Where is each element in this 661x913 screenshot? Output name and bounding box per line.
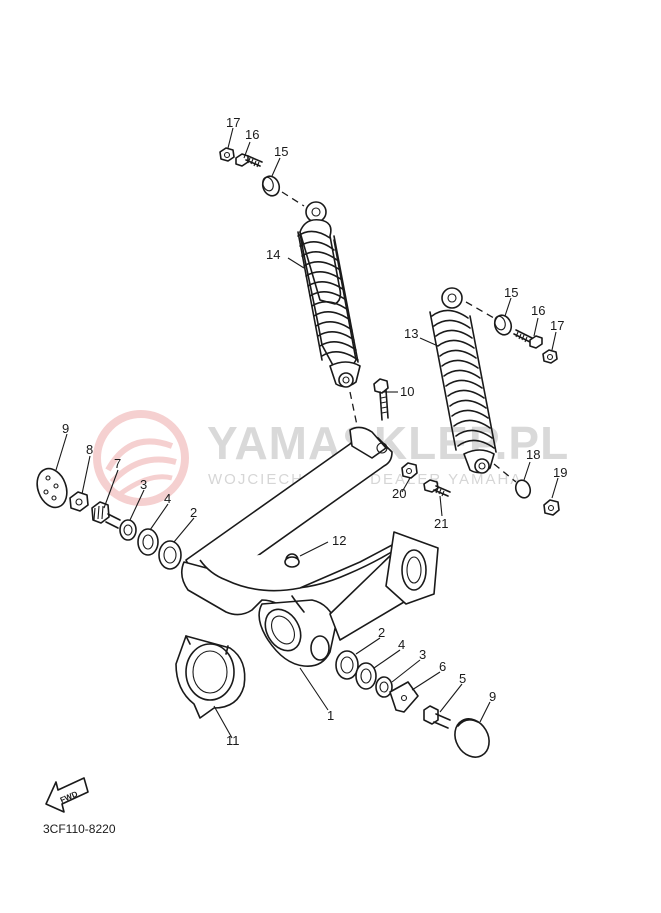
callout-labels: 17 16 15 14 13 15 16 17 10 9 8 7 3 4 2 1…: [62, 115, 567, 748]
callout-16-left: 16: [245, 127, 259, 142]
callout-9-right: 9: [489, 689, 496, 704]
callout-11: 11: [226, 733, 240, 748]
collar-3-right: [375, 676, 393, 698]
callout-14: 14: [266, 247, 280, 262]
collar-18: [514, 479, 532, 499]
callout-19: 19: [553, 465, 567, 480]
bolt-16-left: [235, 153, 263, 168]
cap-9-right: [454, 718, 490, 758]
chain-case-11: [175, 635, 246, 719]
rear-shock-absorber-right: [429, 287, 497, 474]
callout-15-right: 15: [504, 285, 518, 300]
oil-seal-4-right: [355, 662, 377, 690]
pivot-shaft-7: [91, 501, 121, 529]
callout-12: 12: [332, 533, 346, 548]
swingarm: [180, 426, 439, 668]
callout-13: 13: [404, 326, 418, 341]
collar-15-left: [261, 175, 281, 197]
rear-shock-absorber-left: [297, 201, 361, 431]
callout-21: 21: [434, 516, 448, 531]
watermark-logo-icon: [93, 410, 189, 506]
callout-9-left: 9: [62, 421, 69, 436]
callout-6: 6: [439, 659, 446, 674]
collar-15-right: [493, 314, 513, 336]
bolt-21: [423, 479, 451, 497]
callout-16-right: 16: [531, 303, 545, 318]
bearing-2-left: [158, 540, 182, 570]
bearing-2-right: [335, 650, 359, 680]
callout-2-right: 2: [378, 625, 385, 640]
bolt-10: [373, 378, 389, 421]
callout-18: 18: [526, 447, 540, 462]
callout-8: 8: [86, 442, 93, 457]
callout-4-left: 4: [164, 491, 171, 506]
nut-17-right: [542, 349, 558, 364]
nut-8: [69, 491, 89, 512]
pivot-bolt-5: [423, 705, 451, 729]
grease-cap-12: [284, 556, 300, 568]
callout-15-left: 15: [274, 144, 288, 159]
callout-3-left: 3: [140, 477, 147, 492]
callout-5: 5: [459, 671, 466, 686]
left-pivot-hardware: [36, 467, 182, 570]
callout-3-right: 3: [419, 647, 426, 662]
front-direction-arrow-icon: FWD: [45, 777, 89, 813]
callout-2-left: 2: [190, 505, 197, 520]
callout-1: 1: [327, 708, 334, 723]
nut-20: [401, 462, 418, 479]
callout-17-right: 17: [550, 318, 564, 333]
leader-lines: [55, 127, 559, 739]
callout-7: 7: [114, 456, 121, 471]
nut-17-left: [219, 147, 235, 162]
bolt-16-right: [513, 329, 543, 349]
right-shock-mount-hardware: [465, 301, 558, 364]
collar-3-left: [119, 519, 137, 541]
diagram-code: 3CF110-8220: [43, 822, 116, 836]
plate-6: [389, 681, 419, 713]
oil-seal-4-left: [137, 528, 159, 556]
left-shock-mount-hardware: [219, 147, 305, 207]
callout-17-left: 17: [226, 115, 240, 130]
lower-mount-hardware: [401, 462, 560, 516]
cap-9-left: [36, 467, 68, 509]
right-pivot-hardware: [335, 650, 490, 758]
callout-20: 20: [392, 486, 406, 501]
nut-19: [543, 499, 560, 516]
callout-10: 10: [400, 384, 414, 399]
callout-4-right: 4: [398, 637, 405, 652]
